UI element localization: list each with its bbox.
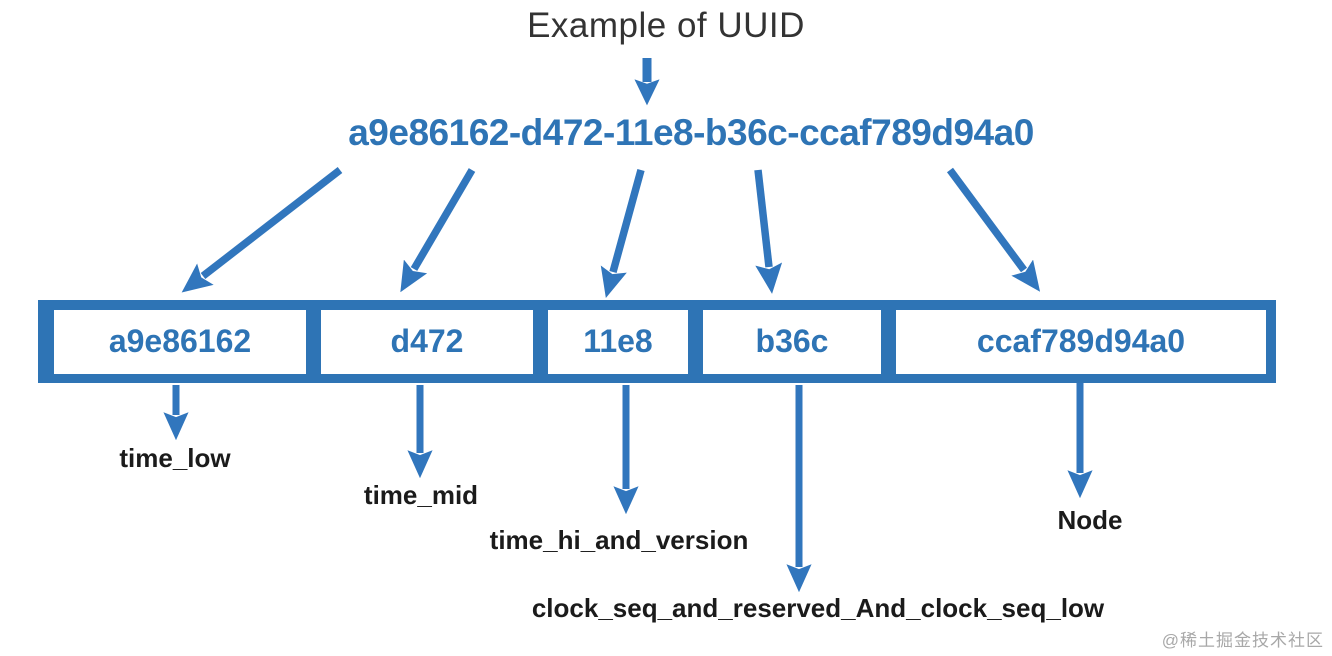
field-label-time-hi: time_hi_and_version xyxy=(489,525,749,555)
field-label-time-low: time_low xyxy=(119,443,231,473)
field-label-node: Node xyxy=(1057,505,1123,535)
segment-box-time-mid: d472 xyxy=(321,309,533,374)
segment-box-time-hi: 11e8 xyxy=(548,309,688,374)
field-label-time-mid: time_mid xyxy=(363,480,479,510)
segment-box-clock-seq: b36c xyxy=(703,309,881,374)
segment-box-node: ccaf789d94a0 xyxy=(896,309,1266,374)
diagonal-arrow-to-clock-seq-icon xyxy=(754,169,783,294)
watermark-text: @稀土掘金技术社区 xyxy=(1161,631,1324,650)
uuid-segments-row: a9e86162 d472 11e8 b36c ccaf789d94a0 xyxy=(38,300,1276,383)
segment-box-time-low: a9e86162 xyxy=(54,309,306,374)
diagram-title: Example of UUID xyxy=(527,6,805,45)
field-label-clock-seq: clock_seq_and_reserved_And_clock_seq_low xyxy=(531,593,1105,623)
diagonal-arrow-to-time-low-icon xyxy=(181,167,343,293)
diagonal-arrow-to-time-mid-icon xyxy=(400,168,476,293)
diagonal-arrow-to-node-icon xyxy=(946,167,1041,292)
uuid-value: a9e86162-d472-11e8-b36c-ccaf789d94a0 xyxy=(348,112,1034,153)
diagonal-arrow-to-time-hi-icon xyxy=(600,169,645,299)
